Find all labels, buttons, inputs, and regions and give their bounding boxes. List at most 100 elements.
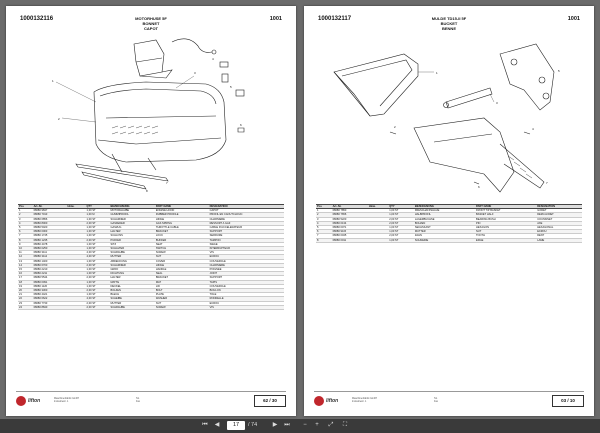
table-cell: 08080 6856: [32, 217, 67, 222]
table-cell: 4: [316, 221, 332, 227]
table-cell: DICHTUNG: [109, 271, 155, 277]
table-cell: 08080 0250: [32, 246, 67, 252]
table-cell: 5: [18, 225, 33, 231]
table-cell: [66, 263, 86, 269]
last-page-icon[interactable]: ⏭: [284, 422, 290, 428]
fullscreen-icon[interactable]: ⛶: [342, 422, 348, 428]
table-cell: PIN: [475, 221, 537, 227]
table-cell: SCHALTER: [109, 246, 155, 252]
table-cell: [367, 233, 389, 239]
svg-text:4: 4: [212, 57, 214, 61]
table-cell: 20: [18, 288, 33, 294]
table-cell: 10: [18, 246, 33, 252]
table-cell: 1,00 ST: [388, 238, 414, 243]
zoom-out-icon[interactable]: −: [303, 422, 307, 428]
table-cell: [66, 305, 86, 311]
table-cell: BLECH: [109, 292, 155, 298]
table-cell: 08080 5020: [32, 225, 67, 231]
title-de: MULDE TD15-II 5F: [431, 16, 467, 21]
table-cell: 08080 2211: [32, 271, 67, 277]
svg-text:5: 5: [230, 85, 232, 89]
total-pages: / 74: [248, 422, 258, 428]
table-cell: SITZ: [109, 242, 155, 248]
svg-text:7: 7: [166, 181, 168, 185]
table-cell: NUT: [154, 301, 209, 306]
title-en: BONNET: [142, 21, 160, 26]
table-cell: 1,00 ST: [85, 292, 110, 298]
previous-page-icon[interactable]: ◀: [214, 422, 220, 428]
column-header: Hinw.: [66, 203, 86, 210]
lifton-logo-icon: [314, 396, 324, 406]
table-cell: 08080 5220: [331, 217, 368, 222]
table-cell: COUVERCLE: [208, 259, 284, 264]
table-cell: CABLE D'ACCELERATEUR: [208, 225, 284, 231]
table-cell: MUTTER: [109, 301, 155, 306]
table-cell: 17: [18, 275, 33, 281]
table-cell: ZAHN: [413, 233, 475, 239]
table-cell: THROTTLE CABLE: [154, 225, 209, 231]
table-cell: [367, 208, 389, 214]
table-cell: [66, 217, 86, 222]
table-cell: VIS: [208, 250, 284, 256]
table-cell: 2: [316, 212, 332, 218]
next-page-icon[interactable]: ▶: [272, 422, 278, 428]
table-cell: HALBPROFIL: [413, 212, 475, 218]
svg-text:1: 1: [52, 79, 54, 83]
table-cell: 7: [18, 233, 33, 239]
page-right: 1000132117 MULDE TD15-II 5F BUCKET BENNE…: [304, 6, 594, 416]
zoom-in-icon[interactable]: +: [315, 422, 319, 428]
table-cell: TOOTH: [475, 233, 537, 239]
table-cell: 1,00 ST: [85, 233, 110, 239]
page-number-input[interactable]: 17: [227, 421, 245, 430]
table-cell: 1,00 ST: [85, 280, 110, 285]
table-cell: 2,00 ST: [85, 301, 110, 306]
table-cell: BRACKET: [154, 275, 209, 281]
table-cell: SERRURE: [208, 233, 284, 239]
table-cell: 15: [18, 267, 33, 273]
table-cell: 08080 9115: [331, 229, 368, 235]
company-contact: Tel.Fax: [136, 397, 140, 403]
table-cell: 6: [18, 229, 33, 235]
table-cell: 1,00 ST: [388, 225, 414, 231]
table-cell: [66, 259, 86, 264]
table-cell: HINGE: [154, 263, 209, 269]
table-cell: 08080 7733: [32, 301, 67, 306]
table-cell: GUMMIPROFIL: [109, 212, 155, 218]
column-header: BEZEICHNUNG: [413, 203, 475, 210]
table-cell: [367, 212, 389, 218]
table-cell: [66, 301, 86, 306]
part-code: 1000132116: [20, 16, 54, 22]
table-cell: SUPPORT: [208, 229, 284, 235]
table-cell: DENT: [536, 233, 582, 239]
table-cell: 08080 3300: [32, 288, 67, 294]
fit-page-icon[interactable]: ⤢: [328, 422, 334, 428]
table-cell: EDGE: [475, 238, 537, 243]
table-cell: LAGERBUCHSE: [413, 217, 475, 222]
table-cell: 1,00 ST: [85, 267, 110, 273]
column-header: Art.-Nr.: [331, 203, 368, 210]
table-cell: LAME: [536, 238, 582, 243]
table-cell: RESSORT A GAZ: [208, 221, 284, 227]
table-cell: BUFFER: [154, 238, 209, 243]
table-cell: 08080 9847: [32, 208, 67, 214]
table-cell: GAS SPRING: [154, 221, 209, 227]
table-cell: TOLE: [208, 292, 284, 298]
table-cell: MATTE: [109, 280, 155, 285]
svg-text:4: 4: [532, 127, 534, 131]
table-cell: SCHRAUBE: [109, 305, 155, 311]
lifton-logo-icon: [16, 396, 26, 406]
table-cell: 2,00 ST: [388, 217, 414, 222]
column-header: BEZEICHNUNG: [109, 203, 155, 210]
svg-text:8: 8: [146, 189, 148, 193]
table-cell: 18: [18, 280, 33, 285]
table-cell: GRIFF: [109, 267, 155, 273]
first-page-icon[interactable]: ⏮: [202, 422, 208, 428]
